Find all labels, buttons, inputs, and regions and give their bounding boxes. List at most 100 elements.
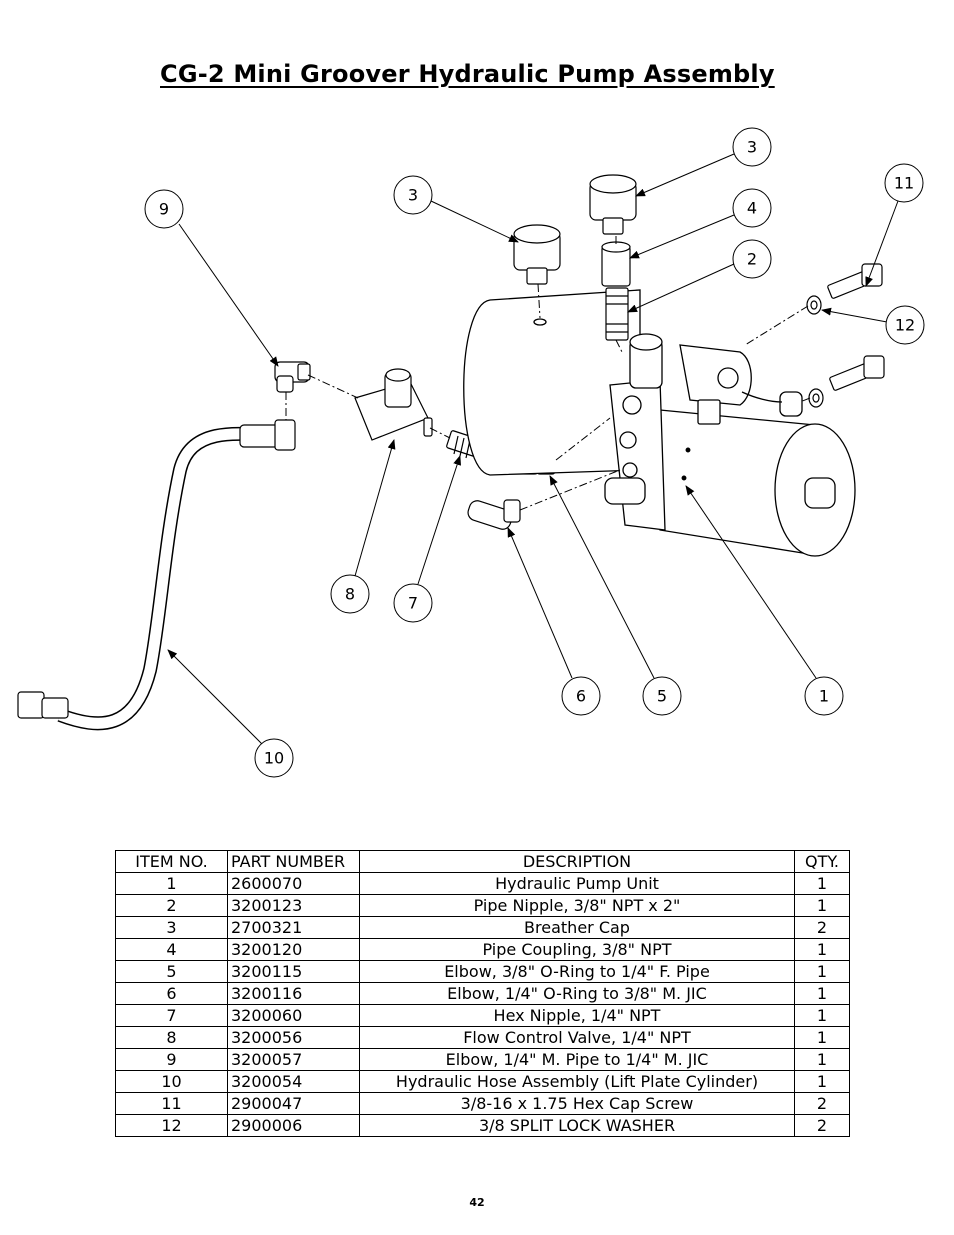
cell-description: Hydraulic Hose Assembly (Lift Plate Cyli…	[359, 1070, 795, 1093]
table-row: 11 2900047 3/8-16 x 1.75 Hex Cap Screw 2	[115, 1092, 850, 1115]
callout-item-3a: 3	[393, 175, 433, 215]
elbow-fitting-part	[274, 361, 311, 393]
cell-item-no: 10	[115, 1070, 228, 1093]
alignment-lines	[285, 236, 811, 511]
cell-part-number: 2900047	[227, 1092, 360, 1115]
cell-qty: 2	[794, 916, 850, 939]
header-qty: QTY.	[794, 850, 850, 873]
flow-control-valve-part	[354, 368, 433, 441]
svg-text:2: 2	[747, 250, 757, 269]
table-row: 1 2600070 Hydraulic Pump Unit 1	[115, 872, 850, 895]
hydraulic-pump-unit-part	[463, 289, 856, 557]
cell-part-number: 3200057	[227, 1048, 360, 1071]
cell-qty: 1	[794, 1004, 850, 1027]
table-row: 9 3200057 Elbow, 1/4" M. Pipe to 1/4" M.…	[115, 1048, 850, 1071]
cell-part-number: 3200054	[227, 1070, 360, 1093]
callout-item-6: 6	[561, 676, 601, 716]
cell-description: Pipe Coupling, 3/8" NPT	[359, 938, 795, 961]
table-row: 12 2900006 3/8 SPLIT LOCK WASHER 2	[115, 1114, 850, 1137]
hex-cap-screw-part	[827, 263, 885, 391]
table-row: 2 3200123 Pipe Nipple, 3/8" NPT x 2" 1	[115, 894, 850, 917]
header-part-number: PART NUMBER	[227, 850, 360, 873]
cell-qty: 1	[794, 872, 850, 895]
svg-text:4: 4	[747, 199, 757, 218]
svg-text:6: 6	[576, 687, 586, 706]
cell-item-no: 1	[115, 872, 228, 895]
table-row: 10 3200054 Hydraulic Hose Assembly (Lift…	[115, 1070, 850, 1093]
table-row: 7 3200060 Hex Nipple, 1/4" NPT 1	[115, 1004, 850, 1027]
cell-part-number: 3200120	[227, 938, 360, 961]
cell-item-no: 2	[115, 894, 228, 917]
cell-description: Elbow, 3/8" O-Ring to 1/4" F. Pipe	[359, 960, 795, 983]
cell-item-no: 11	[115, 1092, 228, 1115]
cell-qty: 1	[794, 938, 850, 961]
cell-qty: 1	[794, 1048, 850, 1071]
cell-item-no: 4	[115, 938, 228, 961]
cell-item-no: 9	[115, 1048, 228, 1071]
cell-qty: 2	[794, 1114, 850, 1137]
cell-item-no: 12	[115, 1114, 228, 1137]
cell-description: Hex Nipple, 1/4" NPT	[359, 1004, 795, 1027]
callout-item-4: 4	[732, 188, 772, 228]
callout-item-7: 7	[393, 583, 433, 623]
hydraulic-hose-part	[17, 419, 296, 731]
table-row: 6 3200116 Elbow, 1/4" O-Ring to 3/8" M. …	[115, 982, 850, 1005]
svg-text:1: 1	[819, 687, 829, 706]
leader-lines	[167, 153, 899, 745]
cell-description: Flow Control Valve, 1/4" NPT	[359, 1026, 795, 1049]
cell-part-number: 2900006	[227, 1114, 360, 1137]
cell-part-number: 2700321	[227, 916, 360, 939]
header-item-no: ITEM NO.	[115, 850, 228, 873]
page-title: CG-2 Mini Groover Hydraulic Pump Assembl…	[160, 60, 775, 88]
lock-washer-part	[806, 295, 824, 408]
cell-description: Breather Cap	[359, 916, 795, 939]
svg-text:9: 9	[159, 200, 169, 219]
cell-qty: 1	[794, 894, 850, 917]
svg-text:12: 12	[895, 316, 915, 335]
cell-qty: 1	[794, 982, 850, 1005]
svg-text:5: 5	[657, 687, 667, 706]
elbow-jic-part	[467, 499, 521, 530]
callout-item-12: 12	[885, 305, 925, 345]
cell-item-no: 8	[115, 1026, 228, 1049]
page-number: 42	[469, 1196, 485, 1209]
cell-description: Hydraulic Pump Unit	[359, 872, 795, 895]
exploded-assembly-diagram: 3 3 4 2 11 12 9 8 7 6 5 1 10	[17, 127, 925, 778]
cell-part-number: 3200116	[227, 982, 360, 1005]
cell-description: 3/8 SPLIT LOCK WASHER	[359, 1114, 795, 1137]
table-row: 5 3200115 Elbow, 3/8" O-Ring to 1/4" F. …	[115, 960, 850, 983]
cell-qty: 1	[794, 1070, 850, 1093]
table-row: 3 2700321 Breather Cap 2	[115, 916, 850, 939]
svg-text:10: 10	[264, 749, 284, 768]
svg-text:8: 8	[345, 585, 355, 604]
cell-item-no: 6	[115, 982, 228, 1005]
cell-part-number: 3200115	[227, 960, 360, 983]
callout-item-10: 10	[254, 738, 294, 778]
callout-item-3b: 3	[732, 127, 772, 167]
callout-item-8: 8	[330, 574, 370, 614]
cell-qty: 1	[794, 1026, 850, 1049]
cell-description: Elbow, 1/4" M. Pipe to 1/4" M. JIC	[359, 1048, 795, 1071]
cell-description: 3/8-16 x 1.75 Hex Cap Screw	[359, 1092, 795, 1115]
svg-text:3: 3	[408, 186, 418, 205]
cell-qty: 1	[794, 960, 850, 983]
pipe-coupling-part	[601, 241, 631, 287]
cell-part-number: 3200123	[227, 894, 360, 917]
cell-qty: 2	[794, 1092, 850, 1115]
cell-description: Elbow, 1/4" O-Ring to 3/8" M. JIC	[359, 982, 795, 1005]
pipe-nipple-part	[605, 287, 629, 341]
cell-part-number: 3200056	[227, 1026, 360, 1049]
cell-item-no: 7	[115, 1004, 228, 1027]
cell-part-number: 2600070	[227, 872, 360, 895]
table-row: 8 3200056 Flow Control Valve, 1/4" NPT 1	[115, 1026, 850, 1049]
parts-list-table: ITEM NO. PART NUMBER DESCRIPTION QTY. 1 …	[115, 850, 850, 1137]
callout-item-9: 9	[144, 189, 184, 229]
cell-part-number: 3200060	[227, 1004, 360, 1027]
cell-item-no: 3	[115, 916, 228, 939]
breather-cap-part	[513, 174, 637, 285]
cell-item-no: 5	[115, 960, 228, 983]
table-header-row: ITEM NO. PART NUMBER DESCRIPTION QTY.	[115, 850, 850, 873]
svg-text:7: 7	[408, 594, 418, 613]
callout-item-11: 11	[884, 163, 924, 203]
svg-text:11: 11	[894, 174, 914, 193]
